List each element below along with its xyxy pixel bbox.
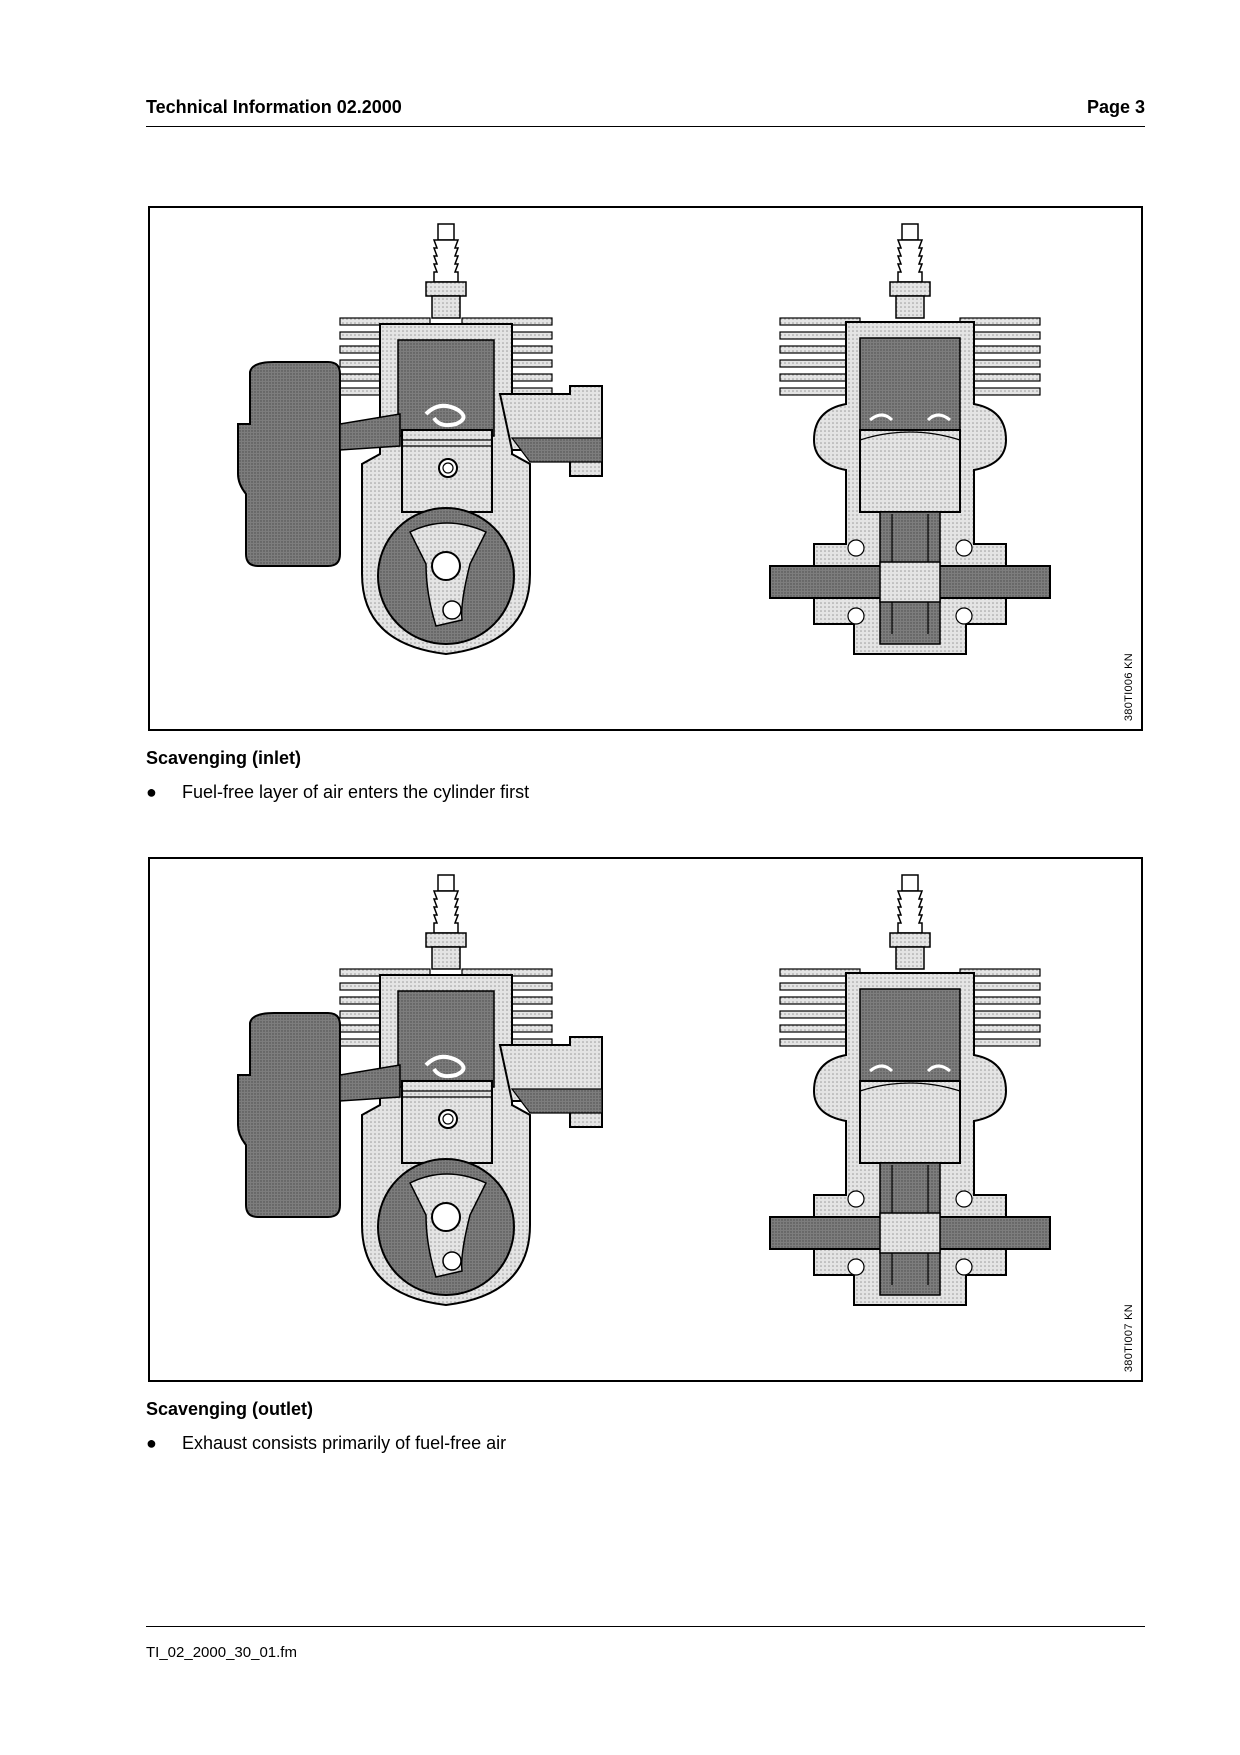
- header-page-number: Page 3: [1086, 97, 1145, 117]
- figure-scavenging-inlet: 380TI006 KN: [148, 206, 1143, 731]
- figure-caption: Scavenging (inlet): [146, 748, 302, 768]
- engine-side-view-diagram: [230, 214, 670, 724]
- bullet-item: ● Fuel-free layer of air enters the cylin…: [146, 782, 529, 803]
- figure-code: 380TI006 KN: [1123, 652, 1135, 721]
- bullet-item: ● Exhaust consists primarily of fuel-free…: [146, 1433, 506, 1454]
- figure-code: 380TI007 KN: [1123, 1303, 1135, 1372]
- header-divider: [146, 126, 1145, 127]
- header-title: Technical Information 02.2000: [146, 97, 402, 117]
- bullet-icon: ●: [146, 1433, 157, 1453]
- figure-scavenging-outlet: 380TI007 KN: [148, 857, 1143, 1382]
- footer-filename: TI_02_2000_30_01.fm: [146, 1644, 297, 1661]
- footer-divider: [146, 1626, 1145, 1627]
- bullet-text: Fuel-free layer of air enters the cylind…: [182, 782, 530, 802]
- engine-side-view-diagram: [230, 865, 670, 1375]
- engine-front-view-diagram: [760, 865, 1060, 1375]
- bullet-icon: ●: [146, 782, 157, 802]
- bullet-text: Exhaust consists primarily of fuel-free …: [182, 1433, 507, 1453]
- figure-caption: Scavenging (outlet): [146, 1399, 314, 1419]
- engine-front-view-diagram: [760, 214, 1060, 724]
